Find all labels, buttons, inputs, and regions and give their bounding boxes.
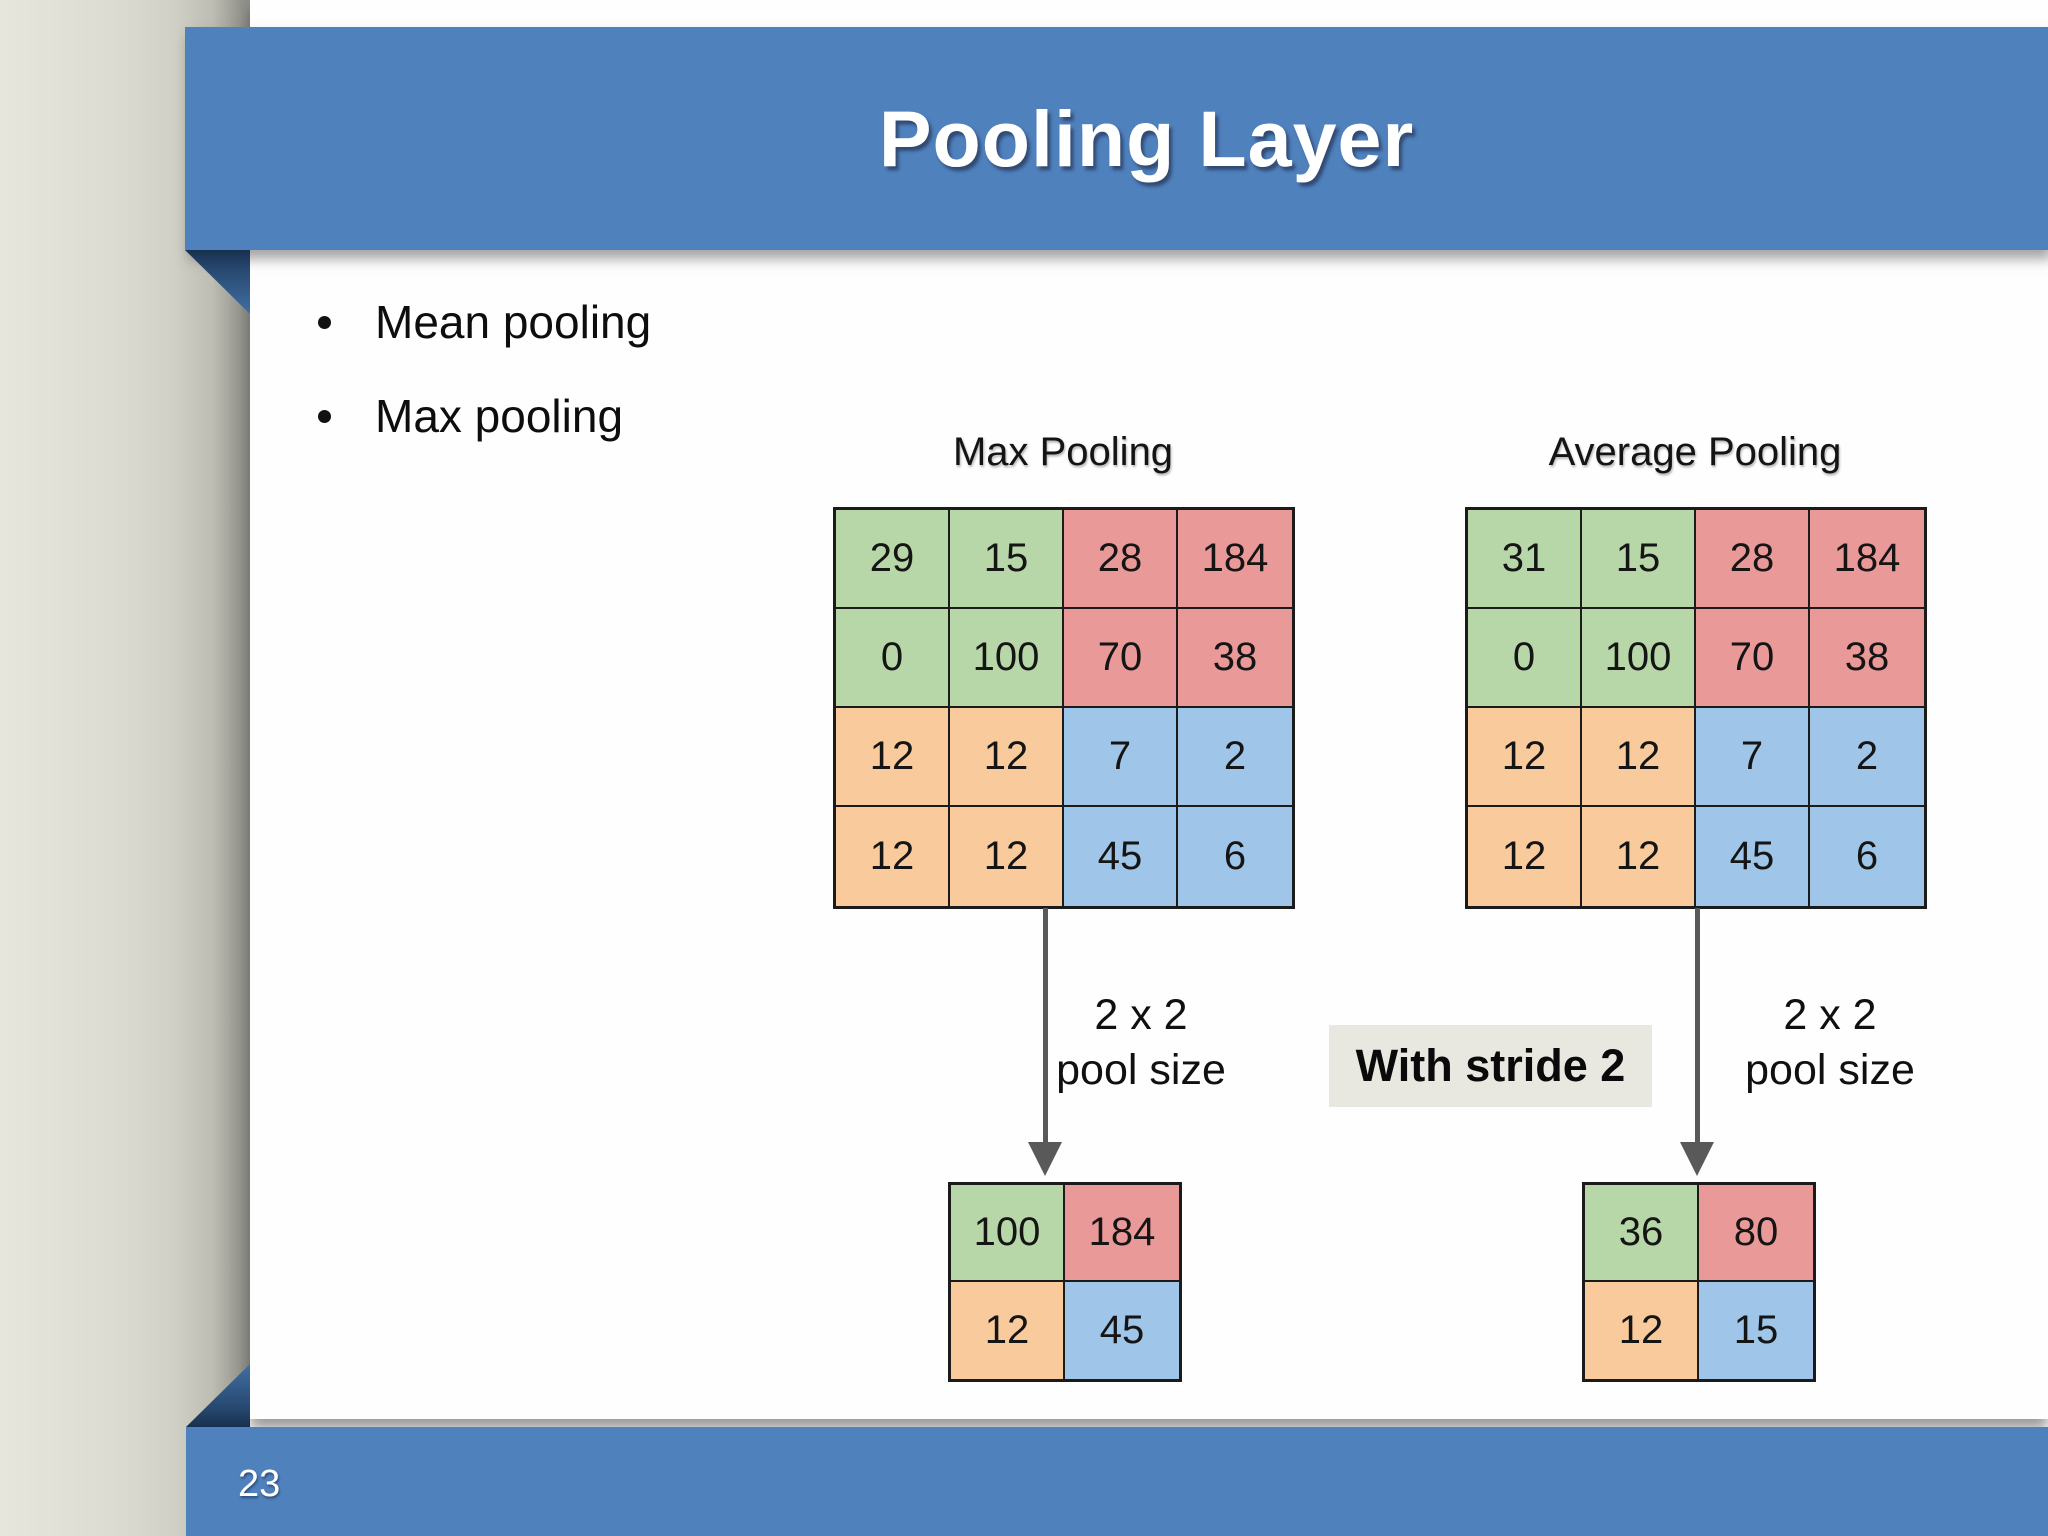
slide-title: Pooling Layer	[878, 93, 1415, 183]
bullet-text: Max pooling	[375, 390, 624, 442]
grid-cell: 28	[1064, 510, 1178, 609]
stride-label: With stride 2	[1329, 1025, 1652, 1107]
grid-cell: 70	[1064, 609, 1178, 708]
footer-bar: 23	[186, 1427, 2048, 1536]
grid-cell: 7	[1064, 708, 1178, 807]
bullet-item: Mean pooling	[318, 295, 651, 349]
grid-cell: 12	[1582, 807, 1696, 906]
grid-cell: 31	[1468, 510, 1582, 609]
grid-cell: 2	[1810, 708, 1924, 807]
pool-size-label-average: 2 x 2 pool size	[1745, 991, 1915, 1094]
grid-cell: 12	[1582, 708, 1696, 807]
down-arrow-max	[1028, 908, 1062, 1176]
bullet-dot	[318, 409, 331, 423]
grid-cell: 45	[1696, 807, 1810, 906]
grid-cell: 12	[1585, 1282, 1699, 1379]
arrow-head	[1028, 1142, 1062, 1176]
grid-cell: 7	[1696, 708, 1810, 807]
arrow-head	[1680, 1142, 1714, 1176]
grid-cell: 100	[950, 609, 1064, 708]
grid-cell: 184	[1810, 510, 1924, 609]
grid-cell: 12	[950, 807, 1064, 906]
grid-cell: 80	[1699, 1185, 1813, 1282]
grid-cell: 15	[1699, 1282, 1813, 1379]
bullet-text: Mean pooling	[375, 296, 652, 348]
grid-cell: 12	[836, 708, 950, 807]
grid-cell: 100	[1582, 609, 1696, 708]
grid-cell: 12	[950, 708, 1064, 807]
bullet-dot	[318, 315, 331, 329]
grid-cell: 29	[836, 510, 950, 609]
grid-cell: 184	[1065, 1185, 1179, 1282]
pool-size-label-max: 2 x 2 pool size	[1056, 991, 1226, 1094]
down-arrow-average	[1680, 908, 1714, 1176]
average-pooling-title: Average Pooling	[1548, 430, 1842, 474]
grid-cell: 12	[951, 1282, 1065, 1379]
arrow-shaft	[1694, 908, 1700, 1144]
grid-cell: 2	[1178, 708, 1292, 807]
max-pooling-title: Max Pooling	[952, 430, 1174, 474]
grid-cell: 45	[1065, 1282, 1179, 1379]
grid-cell: 15	[1582, 510, 1696, 609]
grid-cell: 6	[1178, 807, 1292, 906]
grid-cell: 38	[1178, 609, 1292, 708]
bullet-item: Max pooling	[318, 389, 651, 443]
grid-cell: 45	[1064, 807, 1178, 906]
grid-cell: 28	[1696, 510, 1810, 609]
grid-cell: 12	[1468, 807, 1582, 906]
grid-cell: 100	[951, 1185, 1065, 1282]
grid-cell: 12	[1468, 708, 1582, 807]
grid-cell: 6	[1810, 807, 1924, 906]
grid-cell: 36	[1585, 1185, 1699, 1282]
grid-cell: 12	[836, 807, 950, 906]
arrow-shaft	[1042, 908, 1048, 1144]
grid-cell: 184	[1178, 510, 1292, 609]
grid-cell: 0	[1468, 609, 1582, 708]
grid-cell: 15	[950, 510, 1064, 609]
grid-cell: 38	[1810, 609, 1924, 708]
page-number: 23	[238, 1463, 281, 1505]
grid-cell: 0	[836, 609, 950, 708]
bullet-list: Mean pooling Max pooling	[318, 295, 651, 483]
grid-cell: 70	[1696, 609, 1810, 708]
title-banner: Pooling Layer	[185, 27, 2048, 250]
